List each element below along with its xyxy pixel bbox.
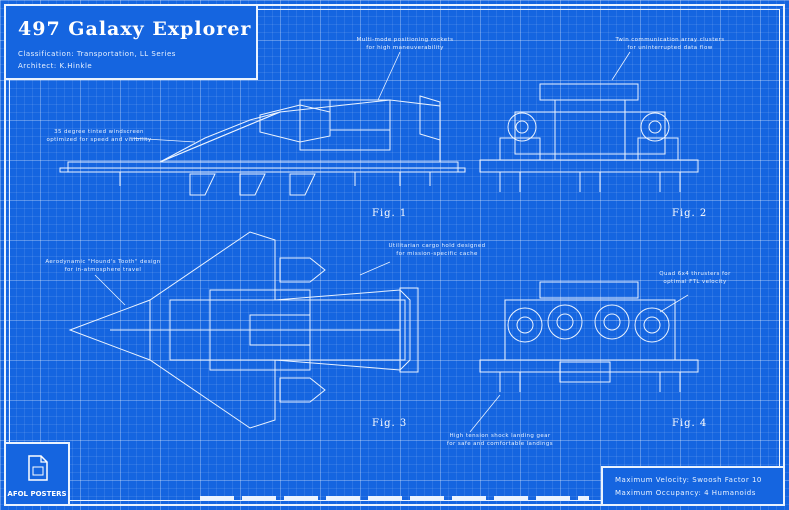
- leader-lines: [94, 51, 689, 433]
- logo-label: AFOL POSTERS: [7, 490, 67, 498]
- fig-label-4: Fig. 4: [672, 418, 708, 429]
- fig-label-3: Fig. 3: [372, 418, 408, 429]
- architect-text: Architect: K.Hinkle: [18, 62, 93, 70]
- stats-block: Maximum Velocity: Swoosh Factor 10 Maxim…: [601, 466, 785, 506]
- fig-label-2: Fig. 2: [672, 208, 708, 219]
- fig4-rear-view: [479, 281, 699, 392]
- fig1-side-view: [59, 95, 466, 196]
- fig2-front-view: [479, 83, 699, 192]
- fig3-top-view: [68, 231, 419, 429]
- title-block: 497 Galaxy Explorer Classification: Tran…: [4, 4, 258, 80]
- scale-ruler: [200, 496, 589, 500]
- max-velocity-text: Maximum Velocity: Swoosh Factor 10: [615, 476, 762, 484]
- document-icon: [28, 455, 48, 481]
- logo: AFOL POSTERS: [4, 442, 70, 506]
- fig-label-1: Fig. 1: [372, 208, 408, 219]
- outer-frame: [4, 4, 785, 506]
- page-title: 497 Galaxy Explorer: [18, 18, 252, 40]
- max-occupancy-text: Maximum Occupancy: 4 Humanoids: [615, 489, 756, 497]
- classification-text: Classification: Transportation, LL Serie…: [18, 50, 176, 58]
- inner-frame: [9, 9, 780, 501]
